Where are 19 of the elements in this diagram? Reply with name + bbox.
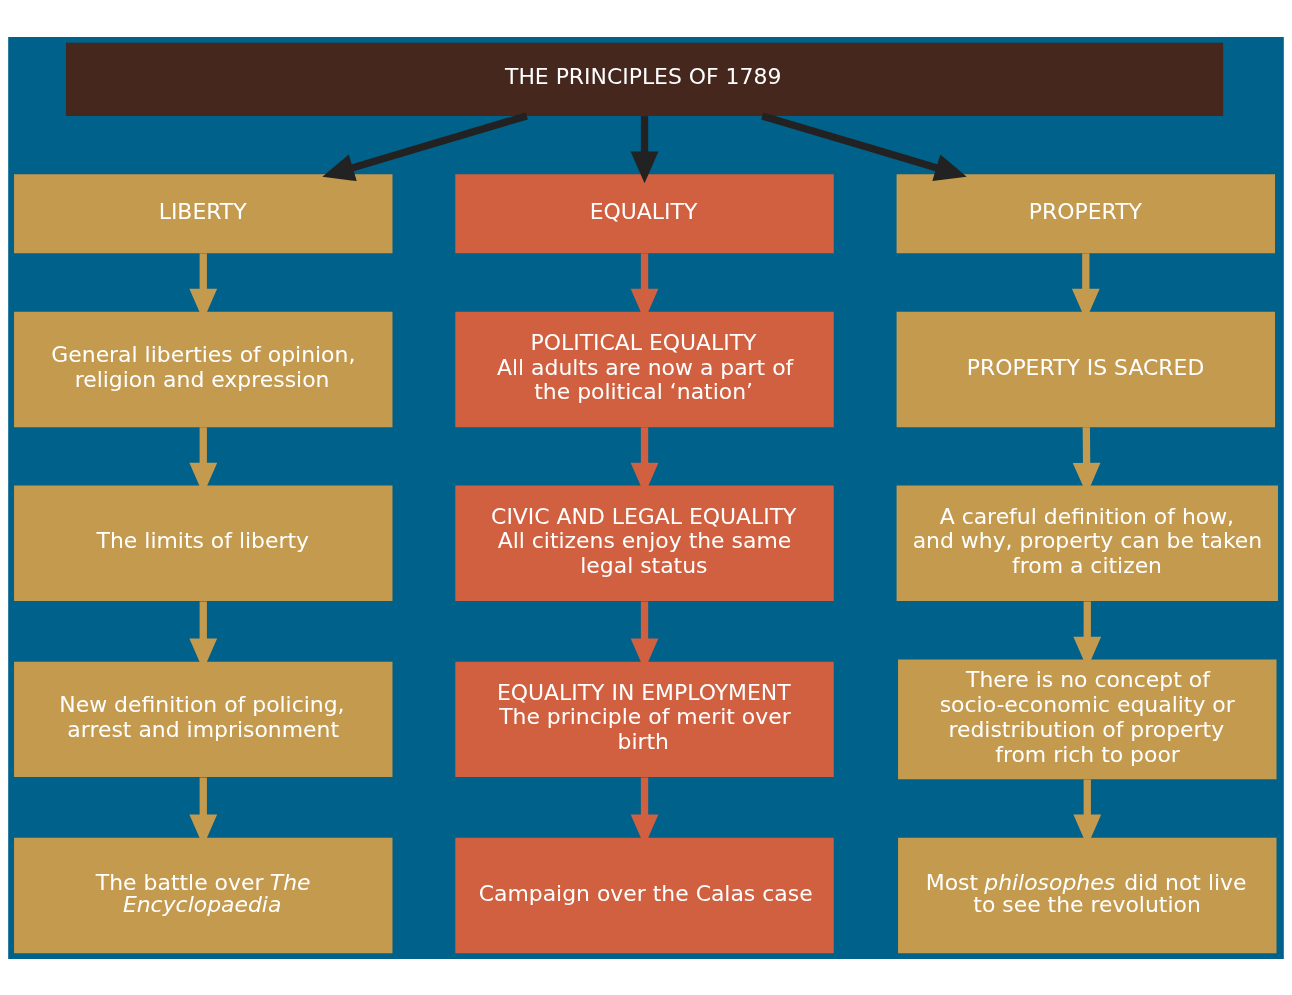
node-box: EQUALITY <box>455 173 834 253</box>
node-box: The limits of liberty <box>14 485 393 601</box>
node-box: A careful definition of how, and why, property can be taken from a citizen <box>896 485 1278 601</box>
node-box: LIBERTY <box>14 173 393 253</box>
node-box: THE PRINCIPLES OF 1789 <box>65 42 1224 116</box>
node-box: The battle over The Encyclopaedia <box>14 837 393 953</box>
node-box: CIVIC AND LEGAL EQUALITY All citizens enjoy the same legal status <box>455 485 834 601</box>
node-box: PROPERTY <box>896 173 1276 253</box>
node-box: Most philosophes did not live to see the revolution <box>898 837 1277 953</box>
node-box: PROPERTY IS SACRED <box>896 311 1276 427</box>
arrow <box>761 111 967 181</box>
node-box: Campaign over the Calas case <box>455 837 834 953</box>
node-box: General liberties of opinion, religion and expression <box>14 311 393 427</box>
node-box: EQUALITY IN EMPLOYMENT The principle of merit over birth <box>455 661 834 777</box>
arrow <box>322 111 528 181</box>
node-box: There is no concept of socio-economic equality or redistribution of property from rich to poor <box>898 658 1277 779</box>
node-box: POLITICAL EQUALITY All adults are now a part of the political ‘nation’ <box>455 311 834 427</box>
arrow <box>630 115 659 183</box>
node-box: New definition of policing, arrest and imprisonment <box>14 661 393 777</box>
